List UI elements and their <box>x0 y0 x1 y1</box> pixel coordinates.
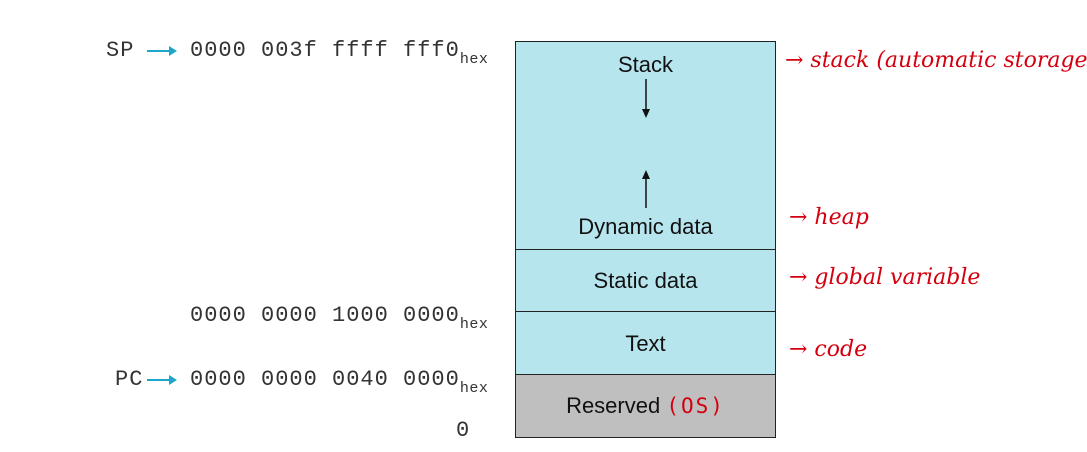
hex-suffix: hex <box>459 380 489 397</box>
dynamic-data-label: Dynamic data <box>578 214 713 239</box>
stack-dynamic-segment: Stack Dynamic data <box>516 42 775 250</box>
down-arrow-icon <box>642 79 650 118</box>
text-label: Text <box>625 331 666 356</box>
reserved-segment: Reserved (OS) <box>516 375 775 437</box>
hex-suffix: hex <box>459 316 489 333</box>
text-segment: Text <box>516 312 775 375</box>
stack-annotation: → stack (automatic storage) <box>785 48 1087 73</box>
code-annotation: → code <box>789 337 868 362</box>
text-start-address-value: 0000 0000 0040 0000 <box>190 367 460 392</box>
static-data-segment: Static data <box>516 250 775 312</box>
sp-arrow-icon <box>147 46 177 56</box>
hex-suffix: hex <box>459 51 489 68</box>
pc-label: PC <box>115 367 144 392</box>
stack-top-address-value: 0000 003f ffff fff0 <box>190 38 460 63</box>
sp-label: SP <box>106 38 135 63</box>
stack-label: Stack <box>617 52 674 77</box>
memory-layout: Stack Dynamic data Static data Text Rese… <box>515 41 776 438</box>
text-start-address: 0000 0000 0040 0000hex <box>190 367 488 397</box>
global-variable-annotation: → global variable <box>789 265 981 290</box>
static-start-address: 0000 0000 1000 0000hex <box>190 303 488 333</box>
up-arrow-icon <box>642 170 650 208</box>
stack-top-address: 0000 003f ffff fff0hex <box>190 38 488 68</box>
static-start-address-value: 0000 0000 1000 0000 <box>190 303 460 328</box>
heap-annotation: → heap <box>789 205 869 230</box>
static-data-label: Static data <box>593 268 698 293</box>
zero-address: 0 <box>456 418 470 443</box>
pc-arrow-icon <box>147 375 177 385</box>
reserved-label: Reserved <box>566 393 661 418</box>
os-annotation: (OS) <box>666 394 725 418</box>
